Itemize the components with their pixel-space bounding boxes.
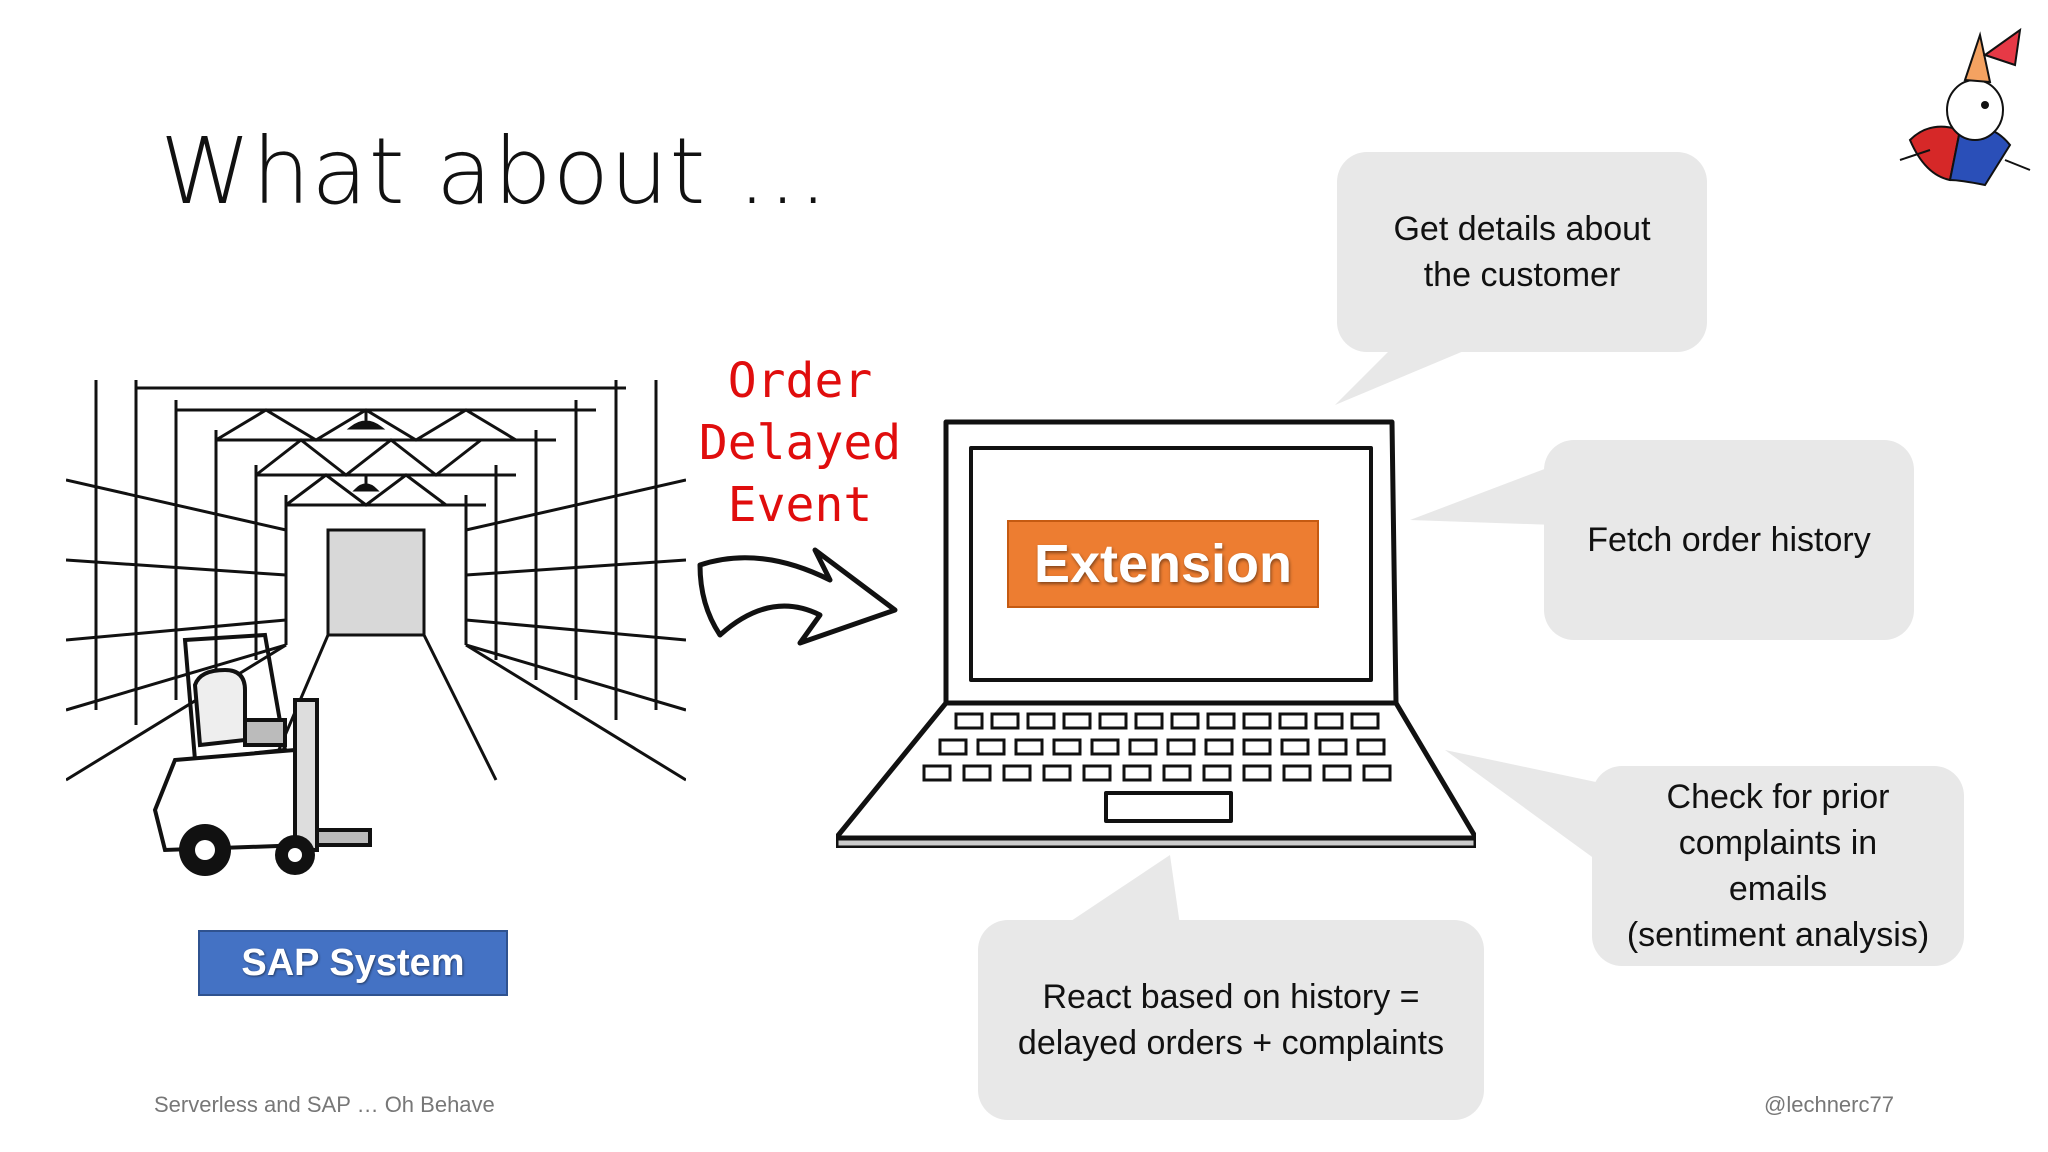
bubble-react-line-1: React based on history =	[1042, 978, 1420, 1016]
bubble-complaints-line-1: Check for prior	[1666, 778, 1890, 816]
event-label-line-2: Delayed	[698, 415, 902, 471]
bubble-react: React based on history = delayed orders …	[978, 920, 1484, 1120]
event-label: Order Delayed Event	[680, 350, 920, 536]
bubble-customer-line-2: the customer	[1423, 256, 1621, 294]
bubble-react-line-2: delayed orders + complaints	[1017, 1024, 1445, 1062]
bubble-order-history: Fetch order history	[1544, 440, 1914, 640]
warehouse-illustration	[66, 380, 686, 782]
footer-left: Serverless and SAP … Oh Behave	[154, 1092, 495, 1117]
sap-system-box: SAP System	[198, 930, 508, 996]
event-label-line-1: Order	[727, 353, 873, 409]
event-label-line-3: Event	[727, 477, 873, 533]
bubble-customer-line-1: Get details about	[1393, 210, 1651, 248]
bubble-complaints-line-2: complaints in	[1678, 824, 1878, 862]
bubble-complaints-line-4: (sentiment analysis)	[1626, 916, 1930, 954]
bubble-order-history-line-1: Fetch order history	[1587, 521, 1871, 559]
bubble-complaints-line-3: emails	[1728, 870, 1828, 908]
footer-right: @lechnerc77	[1764, 1092, 1894, 1117]
curved-arrow-icon	[697, 547, 898, 646]
slide-title: What about …	[160, 118, 830, 225]
bubble-customer-details: Get details about the customer	[1337, 152, 1707, 352]
forklift-icon	[152, 632, 372, 876]
bubble-complaints: Check for prior complaints in emails (se…	[1592, 766, 1964, 966]
mascot-icon	[1899, 27, 2031, 187]
extension-box: Extension	[1007, 520, 1319, 608]
